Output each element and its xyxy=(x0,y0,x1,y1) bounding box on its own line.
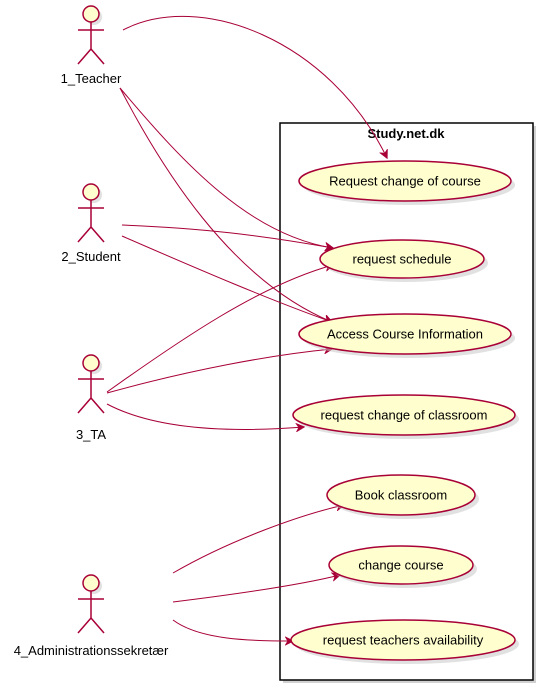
actor-teacher: 1_Teacher xyxy=(61,5,122,86)
usecase-uc2: request schedule xyxy=(319,239,488,282)
usecase-ellipse xyxy=(326,474,476,516)
actor-head xyxy=(82,5,100,23)
actor-ta: 3_TA xyxy=(76,354,106,442)
usecase-ellipse xyxy=(292,394,516,436)
usecase-ellipse xyxy=(290,619,516,661)
actor-body xyxy=(77,22,105,65)
usecases-layer: Request change of course request schedule… xyxy=(290,160,519,664)
edge-teacher-to-uc3 xyxy=(119,87,332,322)
usecase-uc7: request teachers availability xyxy=(290,619,519,664)
edge-admin-to-uc6 xyxy=(172,575,340,603)
usecase-label: Book classroom xyxy=(355,488,447,503)
usecase-ellipse xyxy=(298,160,512,202)
actor-label: 4_Administrationssekretær xyxy=(14,643,169,658)
edge-admin-to-uc5 xyxy=(172,505,344,574)
usecase-uc3: Access Course Information xyxy=(298,313,515,358)
usecase-label: request change of classroom xyxy=(321,408,488,423)
usecase-uc4: request change of classroom xyxy=(292,394,519,439)
edge-admin-to-uc7 xyxy=(172,619,293,641)
edge-teacher-to-uc1 xyxy=(122,15,387,158)
actor-admin: 4_Administrationssekretær xyxy=(14,574,169,658)
actor-head xyxy=(82,183,100,201)
usecase-uc6: change course xyxy=(328,545,477,588)
usecase-label: request teachers availability xyxy=(323,633,484,648)
usecase-uc5: Book classroom xyxy=(326,474,479,519)
actor-head xyxy=(82,574,100,592)
actor-figure-icon xyxy=(77,574,105,634)
actor-student: 2_Student xyxy=(61,183,121,264)
edge-ta-to-uc4 xyxy=(106,403,304,430)
actor-label: 1_Teacher xyxy=(61,71,122,86)
actor-body xyxy=(77,200,105,243)
usecase-ellipse xyxy=(298,313,512,355)
system-title: Study.net.dk xyxy=(367,126,445,141)
actor-figure-icon xyxy=(77,354,105,414)
usecase-label: request schedule xyxy=(352,252,451,267)
edge-ta-to-uc3 xyxy=(106,349,332,394)
edge-teacher-to-uc2 xyxy=(119,87,333,248)
usecase-ellipse xyxy=(328,545,474,585)
edge-ta-to-uc2 xyxy=(106,265,333,393)
actor-body xyxy=(77,371,105,414)
usecase-label: Access Course Information xyxy=(327,327,483,342)
actor-label: 3_TA xyxy=(76,427,106,442)
edge-student-to-uc2 xyxy=(121,224,333,248)
usecase-ellipse xyxy=(319,239,485,279)
actor-label: 2_Student xyxy=(61,249,121,264)
edge-student-to-uc3 xyxy=(121,235,332,322)
actor-figure-icon xyxy=(77,5,105,65)
actor-body xyxy=(77,591,105,634)
usecase-label: change course xyxy=(358,558,443,573)
usecase-label: Request change of course xyxy=(329,174,481,189)
usecase-uc1: Request change of course xyxy=(298,160,515,205)
actors-layer: 1_Teacher 2_Student 3_TA 4_Administrationss… xyxy=(14,5,169,658)
edges-layer xyxy=(106,15,387,641)
actor-figure-icon xyxy=(77,183,105,243)
actor-head xyxy=(82,354,100,372)
